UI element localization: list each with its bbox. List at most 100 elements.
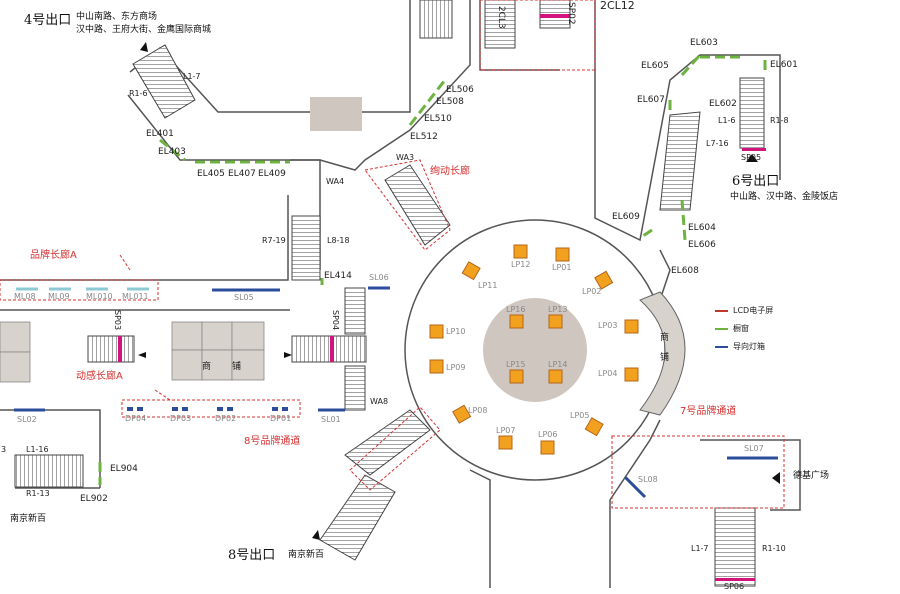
- label-sl05: SL05: [234, 293, 254, 302]
- label-sp05: SP05: [741, 153, 762, 162]
- label-lp09: LP09: [446, 363, 466, 372]
- label-2cl12: 2CL12: [600, 0, 635, 12]
- dp-markers: [127, 407, 288, 411]
- escalators: [14, 0, 765, 587]
- shop-block-left: [0, 321, 265, 383]
- label-lp04: LP04: [598, 369, 618, 378]
- label-sl08: SL08: [638, 475, 658, 484]
- label-el409: EL409: [258, 169, 286, 179]
- label-el602: EL602: [709, 99, 737, 109]
- label-el902: EL902: [80, 494, 108, 504]
- label-el604: EL604: [688, 223, 716, 233]
- label-el510: EL510: [424, 114, 452, 124]
- label-el403: EL403: [158, 147, 186, 157]
- label-lp03: LP03: [598, 321, 618, 330]
- nanjing-xinbai-label: 南京新百: [10, 514, 47, 524]
- label-l7-16: L7-16: [706, 139, 729, 148]
- label-lp14: LP14: [548, 360, 568, 369]
- label-ml011: ML011: [122, 292, 149, 301]
- label-sp06: SP06: [724, 582, 745, 591]
- label-el401: EL401: [146, 129, 174, 139]
- exit8-name: 8号出口: [228, 548, 276, 563]
- label-2cl3: 2CL3: [496, 6, 506, 29]
- corridor-outlines: [0, 0, 785, 509]
- label-lp12: LP12: [511, 260, 531, 269]
- label-el512: EL512: [410, 132, 438, 142]
- exit4-dest-line2: 汉中路、王府大街、金鹰国际商城: [76, 25, 212, 35]
- label-l1-16: L1-16: [26, 445, 49, 454]
- label-l1-6: L1-6: [718, 116, 736, 125]
- exit6-name: 6号出口: [732, 174, 780, 189]
- east-shop-char-2: 铺: [660, 353, 670, 363]
- label-lp02: LP02: [582, 287, 602, 296]
- label-l1-7-bottom: L1-7: [691, 544, 709, 553]
- label-sp03: SP03: [113, 310, 122, 331]
- label-el405: EL405: [197, 169, 225, 179]
- label-lp13: LP13: [548, 305, 568, 314]
- label-lp11: LP11: [478, 281, 498, 290]
- lp-lightboxes: [429, 244, 639, 455]
- label-sl07: SL07: [744, 444, 764, 453]
- label-wa8: WA8: [370, 397, 389, 406]
- deji-plaza-label: 德基广场: [793, 471, 830, 481]
- corridor-brand-a: 品牌长廊A: [30, 250, 77, 261]
- label-el605: EL605: [641, 61, 669, 71]
- label-dp03: DP03: [170, 414, 192, 423]
- exit4-name: 4号出口: [24, 13, 72, 28]
- label-lp08: LP08: [468, 406, 488, 415]
- label-ml010: ML010: [86, 292, 113, 301]
- direction-arrows: [138, 42, 780, 540]
- east-shop-char-1: 商: [660, 333, 670, 343]
- legend-lightbox: 导向灯箱: [733, 342, 765, 351]
- walls: [0, 0, 801, 588]
- label-el508: EL508: [436, 97, 464, 107]
- window-displays: [98, 53, 767, 485]
- exit8-dest: 南京新百: [288, 550, 325, 560]
- label-lp15: LP15: [506, 360, 526, 369]
- exit4-dest-line1: 中山南路、东方商场: [76, 12, 158, 22]
- label-r1-13: R1-13: [26, 489, 50, 498]
- east-shop: [639, 291, 686, 416]
- label-el601: EL601: [770, 60, 798, 70]
- label-r1-6: R1-6: [129, 89, 148, 98]
- exit6-dest: 中山路、汉中路、金陵饭店: [730, 192, 839, 202]
- shop-char-1: 商: [202, 362, 212, 372]
- legend-lines: [715, 310, 728, 348]
- label-lp06: LP06: [538, 430, 558, 439]
- label-sl06: SL06: [369, 273, 389, 282]
- label-lp16: LP16: [506, 305, 526, 314]
- label-el603: EL603: [690, 38, 718, 48]
- pillar-block: [310, 97, 362, 131]
- legend-window: 橱窗: [733, 324, 749, 333]
- label-el904: EL904: [110, 464, 138, 474]
- label-el414: EL414: [324, 271, 352, 281]
- label-lp10: LP10: [446, 327, 466, 336]
- label-el608: EL608: [671, 266, 699, 276]
- label-r7-19: R7-19: [262, 236, 286, 245]
- label-wa4: WA4: [326, 177, 345, 186]
- label-el606: EL606: [688, 240, 716, 250]
- guide-lightboxes: [14, 286, 778, 499]
- label-lp01: LP01: [552, 263, 572, 272]
- label-dp02: DP02: [215, 414, 237, 423]
- label-el609: EL609: [612, 212, 640, 222]
- label-3: 3: [1, 445, 7, 454]
- label-dp01: DP01: [270, 414, 292, 423]
- corridor-brand-7: 7号品牌通道: [680, 406, 737, 417]
- label-sl01: SL01: [321, 415, 341, 424]
- corridor-dynamic-a: 动感长廊A: [76, 371, 123, 382]
- label-ml09: ML09: [48, 292, 70, 301]
- label-wa3: WA3: [396, 153, 415, 162]
- label-el407: EL407: [228, 169, 256, 179]
- label-sp04: SP04: [331, 310, 340, 331]
- label-dp04: DP04: [125, 414, 147, 423]
- central-plaza: [483, 298, 587, 402]
- label-r1-8: R1-8: [770, 116, 789, 125]
- label-lp07: LP07: [496, 426, 516, 435]
- legend-lcd: LCD电子屏: [733, 306, 774, 315]
- label-sp02: SP02: [566, 2, 576, 25]
- label-lp05: LP05: [570, 411, 590, 420]
- label-l1-7-top: L1-7: [183, 72, 201, 81]
